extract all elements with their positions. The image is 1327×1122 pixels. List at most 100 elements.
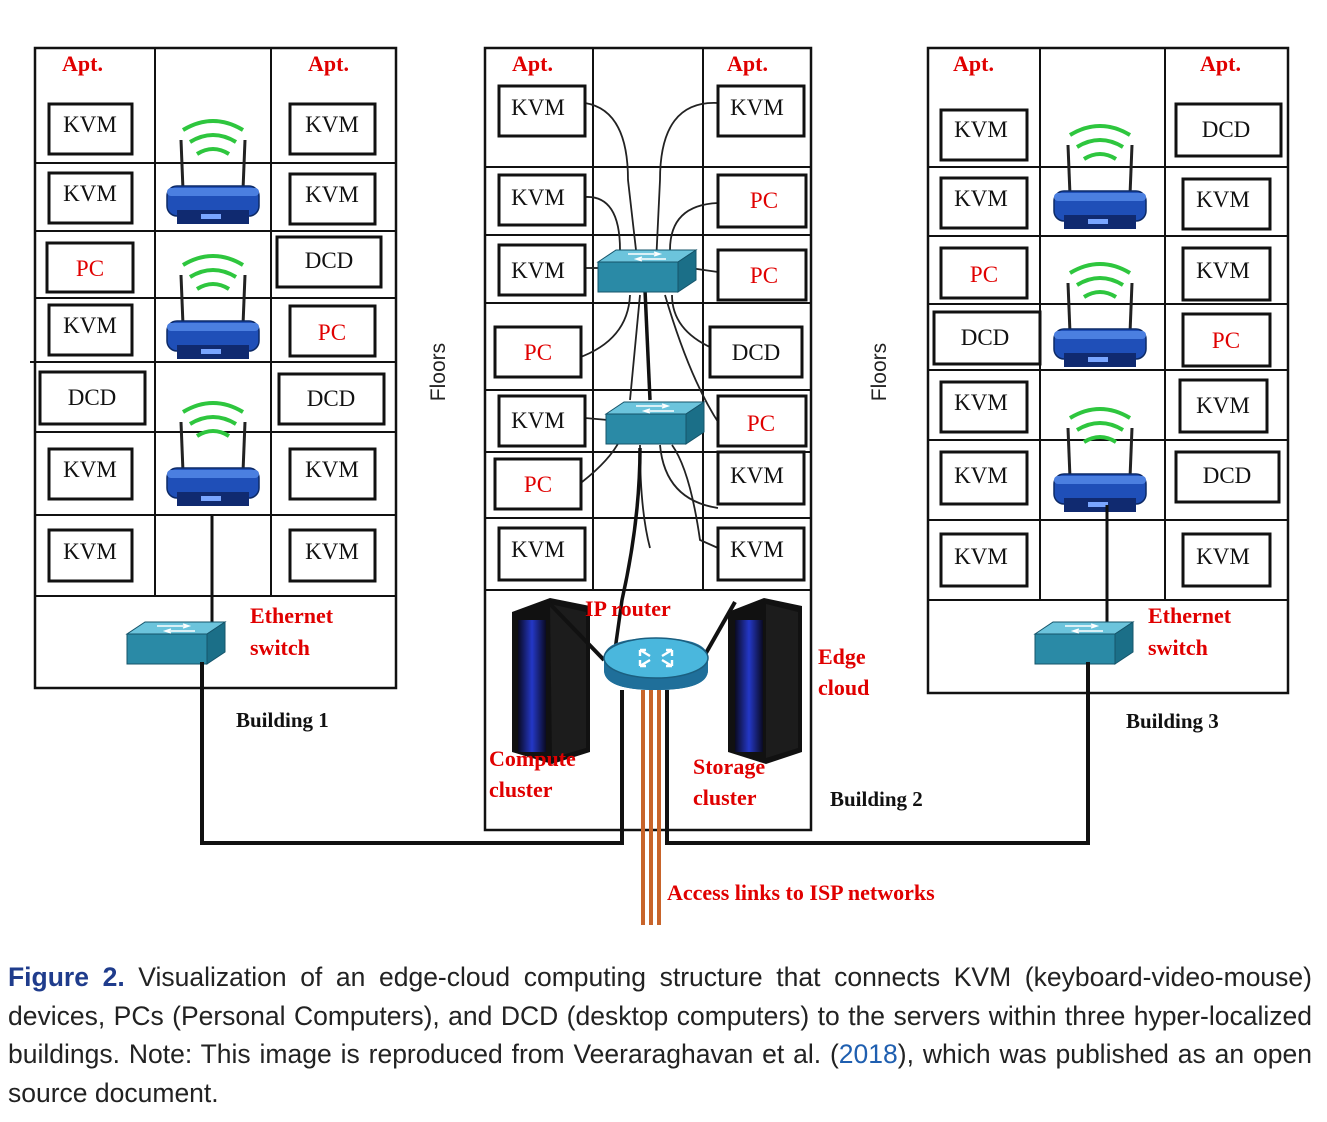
device-label: KVM	[1196, 187, 1250, 212]
device-box: DCD	[38, 370, 147, 426]
device-label: DCD	[307, 386, 356, 411]
compute-cluster-label: Compute	[489, 746, 576, 771]
device-box: KVM	[939, 532, 1029, 588]
storage-cluster-label: cluster	[693, 785, 757, 810]
device-label: DCD	[305, 248, 354, 273]
device-box: KVM	[1181, 532, 1272, 588]
ethernet-switch-label: switch	[250, 635, 310, 660]
figure-caption: Figure 2. Visualization of an edge-cloud…	[8, 958, 1312, 1112]
device-label: PC	[750, 188, 778, 213]
apt-label-b3-left: Apt.	[953, 51, 994, 76]
device-label: DCD	[1202, 117, 1251, 142]
device-label: KVM	[511, 185, 565, 210]
device-box: KVM	[1181, 177, 1272, 231]
device-box: KVM	[47, 303, 134, 357]
device-box: PC	[716, 173, 808, 229]
building-1-label: Building 1	[236, 708, 329, 732]
network-diagram: Apt. Apt. KVM KVM KVM KVM PC DCD KVM PC …	[30, 46, 1290, 925]
device-box: KVM	[497, 243, 587, 297]
device-box: KVM	[47, 447, 134, 501]
storage-cluster-label: Storage	[693, 754, 765, 779]
storage-cluster-rack-icon	[728, 598, 802, 764]
ethernet-switch-icon	[1034, 621, 1134, 665]
device-label: PC	[1212, 328, 1240, 353]
device-label: KVM	[305, 182, 359, 207]
device-box: KVM	[497, 84, 587, 138]
device-label: DCD	[68, 385, 117, 410]
device-label: KVM	[63, 539, 117, 564]
device-label: DCD	[1203, 463, 1252, 488]
floors-label: Floors	[427, 343, 450, 401]
building-1: Apt. Apt. KVM KVM KVM KVM PC DCD KVM PC …	[30, 46, 398, 732]
inter-building-links	[200, 662, 1090, 845]
ethernet-switch-icon	[126, 621, 226, 665]
device-box: DCD	[708, 325, 804, 379]
device-box: DCD	[1174, 102, 1283, 158]
floor-switch-icon	[605, 401, 705, 445]
device-label: KVM	[954, 186, 1008, 211]
device-label: KVM	[730, 537, 784, 562]
device-box: PC	[45, 241, 135, 294]
device-label: KVM	[1196, 258, 1250, 283]
ip-router-label: IP router	[585, 596, 671, 621]
device-label: PC	[524, 472, 552, 497]
device-label: KVM	[730, 95, 784, 120]
device-label: KVM	[63, 181, 117, 206]
device-box: DCD	[275, 235, 383, 289]
device-box: KVM	[288, 102, 377, 156]
device-box: KVM	[47, 528, 134, 583]
device-box: KVM	[1181, 246, 1272, 302]
device-box: PC	[939, 246, 1029, 300]
device-label: KVM	[954, 390, 1008, 415]
device-label: KVM	[954, 463, 1008, 488]
ethernet-switch-label: Ethernet	[1148, 603, 1232, 628]
device-box: KVM	[47, 171, 134, 225]
floor-switch-icon	[597, 249, 697, 293]
device-label: KVM	[1196, 544, 1250, 569]
device-label: PC	[750, 263, 778, 288]
device-label: KVM	[511, 537, 565, 562]
device-box: KVM	[939, 450, 1029, 506]
device-label: KVM	[63, 313, 117, 338]
device-label: PC	[524, 340, 552, 365]
device-box: KVM	[939, 108, 1029, 162]
device-box: KVM	[497, 526, 587, 582]
device-box: DCD	[932, 310, 1042, 366]
device-label: PC	[747, 411, 775, 436]
device-box: PC	[493, 457, 583, 511]
device-box: KVM	[939, 176, 1029, 230]
device-box: DCD	[1174, 450, 1281, 504]
device-box: KVM	[288, 447, 377, 501]
apt-label-b1-right: Apt.	[308, 51, 349, 76]
floors-label: Floors	[868, 343, 891, 401]
device-box: DCD	[277, 372, 386, 426]
device-box: PC	[493, 325, 583, 379]
building-3: Apt. Apt. KVM DCD KVM KVM PC KVM DCD PC …	[926, 46, 1290, 733]
reference-link[interactable]: 2018	[838, 1039, 898, 1069]
device-box: KVM	[716, 526, 806, 582]
device-box: PC	[288, 304, 377, 358]
compute-cluster-label: cluster	[489, 777, 553, 802]
edge-cloud-label: cloud	[818, 675, 869, 700]
device-box: KVM	[716, 84, 806, 138]
device-label: DCD	[732, 340, 781, 365]
device-label: KVM	[954, 544, 1008, 569]
device-label: DCD	[961, 325, 1010, 350]
device-label: PC	[318, 320, 346, 345]
figure-number: Figure 2.	[8, 962, 125, 992]
device-box: KVM	[288, 172, 377, 226]
device-label: KVM	[63, 112, 117, 137]
device-box: KVM	[497, 394, 587, 448]
edge-cloud-label: Edge	[818, 644, 866, 669]
access-links	[641, 690, 661, 925]
apt-label-b2-right: Apt.	[727, 51, 768, 76]
access-links-label: Access links to ISP networks	[667, 880, 935, 905]
building-3-label: Building 3	[1126, 709, 1219, 733]
device-box: KVM	[1178, 378, 1269, 434]
device-box: KVM	[497, 173, 587, 227]
device-box: KVM	[939, 380, 1029, 434]
device-label: KVM	[730, 463, 784, 488]
device-box: PC	[716, 394, 808, 448]
ethernet-switch-label: Ethernet	[250, 603, 334, 628]
caption-text: Visualization of an edge-cloud computing…	[8, 962, 1312, 1069]
